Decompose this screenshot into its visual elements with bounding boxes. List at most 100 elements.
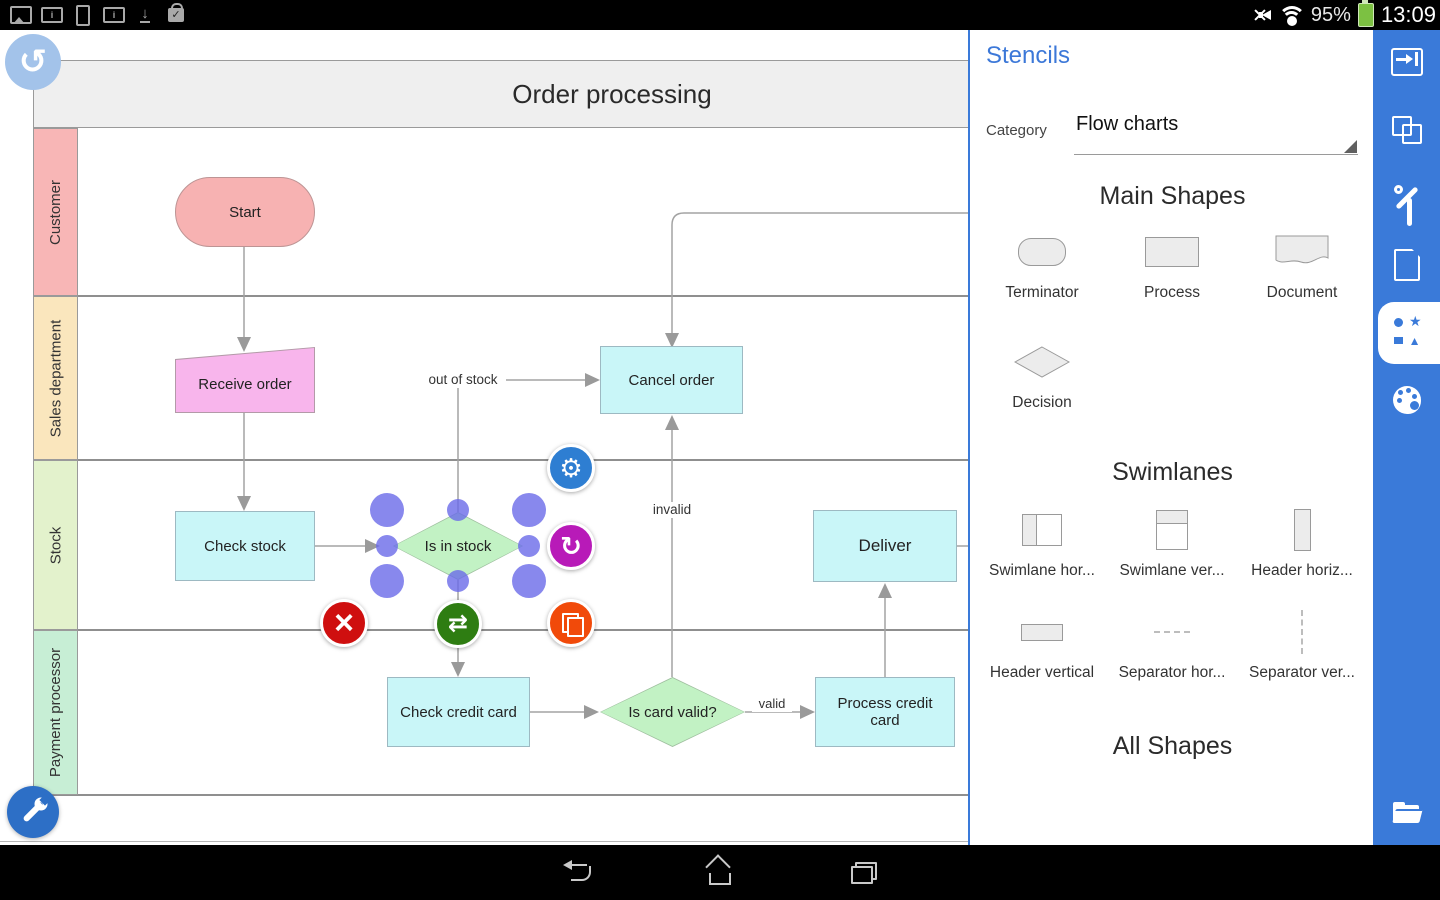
page-icon xyxy=(1393,249,1420,281)
node-start[interactable]: Start xyxy=(175,177,315,247)
settings-button[interactable]: ⚙ xyxy=(547,444,595,492)
lane-label-customer[interactable]: Customer xyxy=(33,128,78,296)
tools-icon xyxy=(1392,183,1422,226)
node-process-credit-card[interactable]: Process credit card xyxy=(815,677,955,747)
section-main-shapes: Main Shapes xyxy=(1099,182,1246,210)
resize-handle-nw[interactable] xyxy=(370,493,404,527)
edge-label-valid: valid xyxy=(752,696,792,712)
page-bottom-edge xyxy=(0,841,968,842)
stencil-label: Terminator xyxy=(1005,284,1079,301)
node-label: Check credit card xyxy=(400,703,517,721)
category-label: Category xyxy=(986,122,1047,139)
folder-icon xyxy=(1391,802,1423,823)
battery-percent: 95% xyxy=(1310,3,1351,26)
undo-button[interactable]: ↺ xyxy=(5,34,61,90)
download-icon: ↓ xyxy=(140,5,150,23)
stencil-label: Decision xyxy=(1012,394,1072,411)
notification-icons: i i ↓ ✓ xyxy=(0,3,187,26)
node-label: Is card valid? xyxy=(628,703,717,721)
palette-icon xyxy=(1392,386,1421,414)
stencil-header-horizontal[interactable]: Header horiz... xyxy=(1237,498,1367,580)
stencil-document[interactable]: Document xyxy=(1237,220,1367,302)
battery-icon xyxy=(1357,0,1374,27)
recents-button[interactable] xyxy=(804,845,924,900)
connect-handle-left[interactable] xyxy=(376,535,398,557)
stencil-process[interactable]: Process xyxy=(1107,220,1237,302)
stencil-swimlane-horizontal[interactable]: Swimlane hor... xyxy=(977,498,1107,580)
lane-label-stock[interactable]: Stock xyxy=(33,460,78,630)
stencil-label: Swimlane hor... xyxy=(989,562,1095,579)
resize-handle-sw[interactable] xyxy=(370,564,404,598)
diagram-title-band[interactable]: Order processing xyxy=(33,60,968,128)
resize-handle-ne[interactable] xyxy=(512,493,546,527)
mute-icon xyxy=(1253,6,1273,24)
collapse-panel-icon xyxy=(1390,48,1423,76)
node-check-credit-card[interactable]: Check credit card xyxy=(387,677,530,747)
stencil-label: Process xyxy=(1144,284,1200,301)
stencil-decision[interactable]: Decision xyxy=(977,330,1107,412)
stencil-separator-vertical[interactable]: Separator ver... xyxy=(1237,600,1367,682)
lane-label-sales[interactable]: Sales department xyxy=(33,296,78,460)
copy-icon xyxy=(1391,116,1422,144)
node-label: Receive order xyxy=(198,375,292,393)
toolbar-open-file[interactable] xyxy=(1373,784,1440,840)
toolbar-stencils-selected[interactable]: ★▲ xyxy=(1373,304,1440,360)
node-label: Start xyxy=(229,203,261,221)
resize-handle-se[interactable] xyxy=(512,564,546,598)
android-nav-bar xyxy=(0,845,1440,900)
edge-label-out-of-stock: out of stock xyxy=(420,372,506,388)
separator-vertical-icon xyxy=(1301,610,1303,654)
toolbar-collapse-panel[interactable] xyxy=(1373,34,1440,90)
node-check-stock[interactable]: Check stock xyxy=(175,511,315,581)
dropdown-arrow-icon[interactable] xyxy=(1344,140,1357,153)
connect-handle-bottom[interactable] xyxy=(447,570,469,592)
shop-check-icon: ✓ xyxy=(165,3,187,26)
home-icon xyxy=(705,853,734,885)
delete-button[interactable]: × xyxy=(320,599,368,647)
stencil-terminator[interactable]: Terminator xyxy=(977,220,1107,302)
connect-handle-top[interactable] xyxy=(447,499,469,521)
header-horizontal-icon xyxy=(1293,509,1311,551)
node-cancel-order[interactable]: Cancel order xyxy=(600,346,743,414)
diagram-title: Order processing xyxy=(512,78,712,109)
category-dropdown[interactable]: Flow charts xyxy=(1076,113,1179,135)
screenshot-icon xyxy=(10,4,32,26)
toolbar-duplicate[interactable] xyxy=(1373,102,1440,158)
shapes-icon: ★▲ xyxy=(1392,313,1422,348)
section-swimlanes: Swimlanes xyxy=(1112,458,1233,486)
back-button[interactable] xyxy=(518,845,638,900)
swimlane-vertical-icon xyxy=(1156,510,1188,550)
stencil-swimlane-vertical[interactable]: Swimlane ver... xyxy=(1107,498,1237,580)
clock: 13:09 xyxy=(1380,2,1436,27)
back-icon xyxy=(563,859,591,882)
diagram-canvas[interactable]: Order processing Customer Sales departme… xyxy=(0,30,968,845)
stencil-label: Header horiz... xyxy=(1251,562,1353,579)
lane-label-payment[interactable]: Payment processor xyxy=(33,630,78,795)
lane-divider xyxy=(33,459,968,461)
document-shape-icon xyxy=(1275,235,1329,264)
toolbar-palette[interactable] xyxy=(1373,372,1440,428)
node-receive-order[interactable]: Receive order xyxy=(175,347,315,413)
connect-handle-right[interactable] xyxy=(518,535,540,557)
section-all-shapes[interactable]: All Shapes xyxy=(1112,732,1233,760)
battery-info-icon-2: i xyxy=(103,4,125,26)
toolbar-tools[interactable] xyxy=(1373,170,1440,226)
process-shape-icon xyxy=(1145,237,1199,267)
battery-info-icon: i xyxy=(41,4,63,26)
edge-label-invalid: invalid xyxy=(640,502,704,518)
rotate-button[interactable]: ↻ xyxy=(547,522,595,570)
node-label: Deliver xyxy=(858,536,912,555)
stencil-separator-horizontal[interactable]: Separator hor... xyxy=(1107,600,1237,682)
node-label: Cancel order xyxy=(628,371,715,389)
rotate-icon: ↻ xyxy=(560,531,582,561)
stencil-header-vertical[interactable]: Header vertical xyxy=(977,600,1107,682)
node-deliver[interactable]: Deliver xyxy=(813,510,957,582)
home-button[interactable] xyxy=(660,845,780,900)
swap-connection-button[interactable]: ⇄ xyxy=(434,600,482,648)
duplicate-button[interactable] xyxy=(547,599,595,647)
toolbar-page[interactable] xyxy=(1373,237,1440,293)
terminator-shape-icon xyxy=(1018,238,1066,266)
gear-icon: ⚙ xyxy=(559,453,583,483)
stencils-panel: Stencils Category Flow charts Main Shape… xyxy=(968,30,1373,845)
settings-fab[interactable] xyxy=(7,786,59,838)
